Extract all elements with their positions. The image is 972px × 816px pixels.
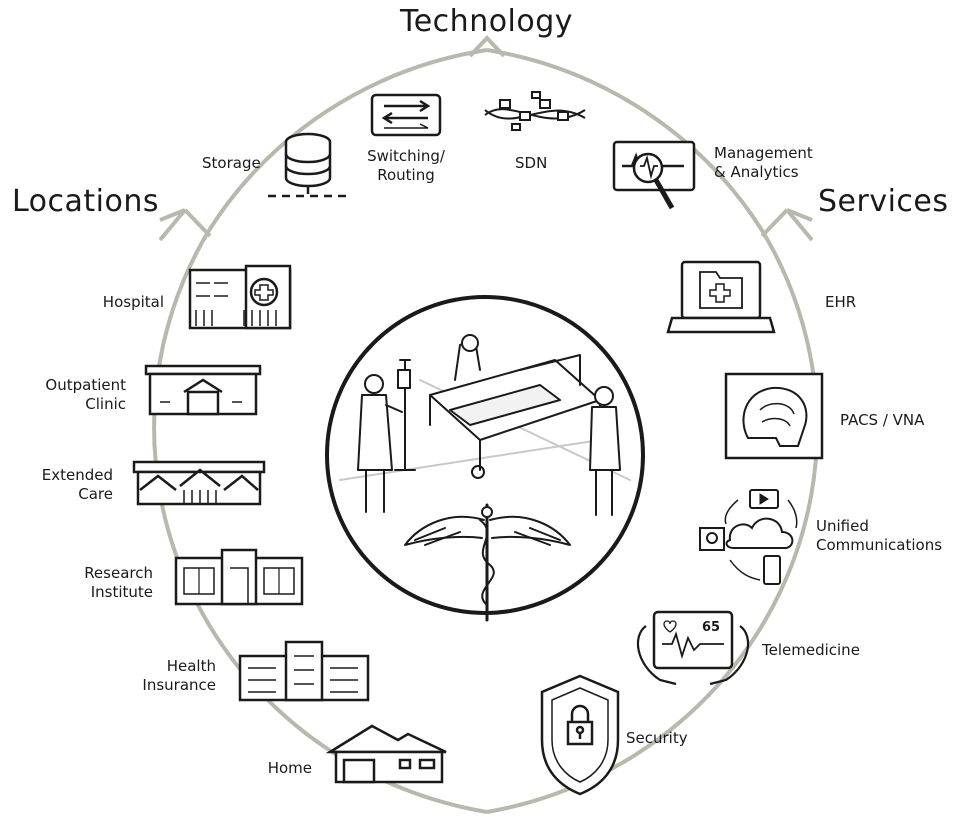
storage-icon xyxy=(268,132,348,198)
label-insurance-line2: Insurance xyxy=(142,676,216,694)
label-mgmt-line2: & Analytics xyxy=(714,163,799,181)
label-outpatient-clinic: Outpatient Clinic xyxy=(20,376,126,414)
label-unified-communications: Unified Communications xyxy=(816,517,942,555)
label-health-insurance: Health Insurance xyxy=(110,657,216,695)
section-title-services: Services xyxy=(818,184,949,219)
label-mgmt-line1: Management xyxy=(714,144,813,162)
label-switching-line1: Switching/ xyxy=(367,147,445,165)
label-research-line2: Institute xyxy=(90,583,153,601)
unified-comms-icon xyxy=(699,489,798,585)
ehr-laptop-icon xyxy=(666,260,776,334)
label-storage: Storage xyxy=(202,154,261,172)
label-sdn: SDN xyxy=(515,154,548,172)
research-institute-icon xyxy=(174,548,304,606)
label-telemedicine: Telemedicine xyxy=(762,641,860,659)
label-extended-line1: Extended xyxy=(41,466,113,484)
switch-icon xyxy=(370,93,442,137)
label-research-institute: Research Institute xyxy=(50,564,153,602)
security-shield-icon xyxy=(540,674,620,796)
section-title-locations: Locations xyxy=(12,184,160,219)
label-insurance-line1: Health xyxy=(166,657,216,675)
label-extended-line2: Care xyxy=(78,485,113,503)
label-extended-care: Extended Care xyxy=(10,466,113,504)
label-outpatient-line1: Outpatient xyxy=(45,376,126,394)
hospital-icon xyxy=(188,264,292,330)
label-security: Security xyxy=(626,729,688,747)
label-outpatient-line2: Clinic xyxy=(85,395,126,413)
telemedicine-readout: 65 xyxy=(702,620,720,635)
label-switching-line2: Routing xyxy=(377,166,435,184)
label-uc-line1: Unified xyxy=(816,517,869,535)
label-research-line1: Research xyxy=(84,564,153,582)
health-insurance-icon xyxy=(238,640,370,702)
analytics-icon xyxy=(612,140,696,210)
label-home: Home xyxy=(267,759,312,777)
label-switching-routing: Switching/ Routing xyxy=(356,147,456,185)
label-management-analytics: Management & Analytics xyxy=(714,144,813,182)
telemedicine-tablet-icon xyxy=(636,610,750,686)
extended-care-icon xyxy=(132,460,266,506)
section-title-technology: Technology xyxy=(400,4,574,39)
label-pacs-vna: PACS / VNA xyxy=(840,411,925,429)
label-ehr: EHR xyxy=(825,293,857,311)
sdn-icon xyxy=(484,91,586,131)
home-icon xyxy=(325,724,447,784)
label-uc-line2: Communications xyxy=(816,536,943,554)
clinic-icon xyxy=(144,364,262,416)
pacs-scan-icon xyxy=(724,372,824,460)
ring-notches xyxy=(158,35,814,242)
label-hospital: Hospital xyxy=(102,293,164,311)
center-illustration xyxy=(325,295,645,622)
